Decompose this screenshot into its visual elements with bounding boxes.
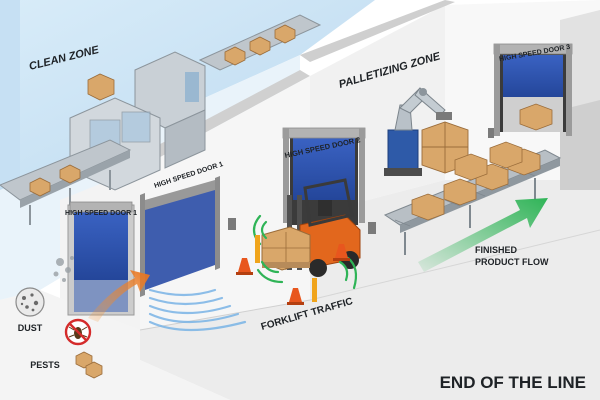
- safety-bollard: [255, 235, 317, 302]
- traffic-cone-icon: [236, 244, 350, 305]
- high-speed-door-1: HIGH SPEED DOOR 1: [65, 201, 137, 316]
- pests-label: PESTS: [30, 360, 60, 370]
- air-curtain-icon: [148, 288, 247, 332]
- robot-arm-icon: [384, 87, 452, 176]
- finished-label-line2: PRODUCT FLOW: [475, 257, 549, 267]
- control-panel: [228, 128, 494, 234]
- boxes-pests: [75, 351, 103, 379]
- high-speed-door-3: HIGH SPEED DOOR 3: [493, 43, 573, 136]
- dust-icon: [15, 256, 74, 317]
- pallet-boxes-conveyor: [411, 141, 541, 221]
- green-flow-arrow-icon: [418, 198, 548, 272]
- finished-label-line1: FINISHED: [475, 245, 518, 255]
- orange-arrow-icon: [88, 270, 150, 322]
- page-title: END OF THE LINE: [440, 373, 586, 392]
- no-pests-icon: [64, 318, 92, 346]
- boxes-clean-zone: [29, 24, 296, 197]
- dust-label: DUST: [18, 323, 43, 333]
- door1-face-label: HIGH SPEED DOOR 1: [65, 210, 137, 217]
